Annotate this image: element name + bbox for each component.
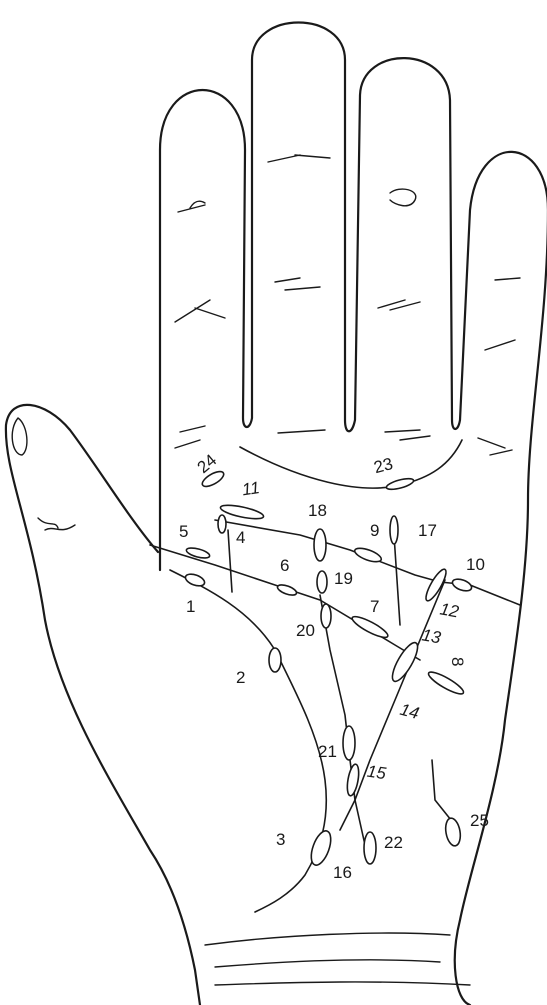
thumb-crease: [38, 518, 75, 530]
label-9: 9: [370, 521, 379, 540]
label-20: 20: [296, 621, 315, 640]
label-13: 13: [420, 625, 442, 647]
wrist-lines: [205, 933, 470, 985]
thumb-outline: [6, 405, 200, 1005]
mark-8: [426, 669, 466, 698]
label-6: 6: [280, 556, 289, 575]
mark-19: [317, 571, 327, 593]
thumb-nail: [12, 418, 27, 455]
mark-12: [423, 567, 450, 603]
label-11: 11: [241, 478, 261, 499]
mark-9: [353, 546, 383, 565]
label-22: 22: [384, 833, 403, 852]
label-10: 10: [466, 555, 485, 574]
label-15: 15: [366, 762, 388, 784]
label-2: 2: [236, 668, 245, 687]
mark-23: [385, 477, 414, 492]
mark-7: [350, 613, 390, 641]
label-17: 17: [418, 521, 437, 540]
mark-4: [218, 515, 226, 533]
mark-11: [219, 503, 264, 522]
mark-2: [269, 648, 281, 672]
hand-outline: [160, 23, 547, 1005]
mark-1: [184, 572, 206, 588]
label-18: 18: [308, 501, 327, 520]
label-7: 7: [370, 597, 379, 616]
label-4: 4: [236, 528, 245, 547]
label-19: 19: [334, 569, 353, 588]
label-21: 21: [318, 742, 337, 761]
mark-17: [390, 516, 398, 544]
mark-18: [314, 529, 326, 561]
label-1: 1: [186, 597, 195, 616]
finger-creases: [175, 155, 520, 455]
label-5: 5: [179, 522, 188, 541]
label-14: 14: [398, 700, 421, 723]
mark-10: [451, 577, 473, 593]
mark-22: [364, 832, 376, 864]
label-12: 12: [438, 599, 460, 621]
label-8: 8: [448, 657, 467, 666]
heart-crease: [240, 440, 462, 488]
mark-21: [343, 726, 355, 760]
label-25: 25: [470, 811, 489, 830]
label-3: 3: [276, 830, 285, 849]
label-16: 16: [333, 863, 352, 882]
mark-6: [276, 583, 298, 597]
label-23: 23: [372, 454, 395, 477]
mark-25: [444, 817, 463, 847]
mark-20: [321, 604, 331, 628]
mark-16: [307, 828, 334, 867]
